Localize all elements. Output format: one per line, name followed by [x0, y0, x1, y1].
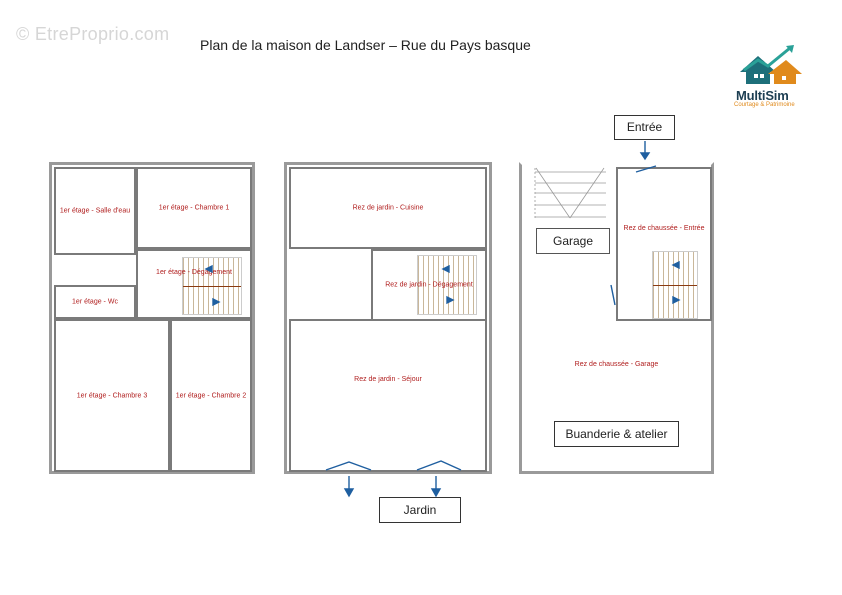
house-logo-icon [740, 45, 802, 84]
room-label: Rez de jardin - Dégagement [385, 281, 473, 289]
room-label: Rez de jardin - Cuisine [352, 204, 424, 212]
room-degagement-jardin: Rez de jardin - Dégagement [371, 249, 487, 321]
logo-name: MultiSim [736, 88, 789, 103]
room-label: Rez de chaussée - Entrée [623, 225, 705, 232]
room-cuisine: Rez de jardin - Cuisine [289, 167, 487, 249]
room-label-garage: Rez de chaussée - Garage [574, 361, 659, 368]
label-buanderie-atelier: Buanderie & atelier [554, 421, 679, 447]
watermark: © EtreProprio.com [16, 24, 170, 44]
label-garage: Garage [536, 228, 610, 254]
stairs [182, 257, 242, 315]
page-title: Plan de la maison de Landser – Rue du Pa… [200, 37, 531, 53]
label-entree: Entrée [614, 115, 675, 140]
room-salle-eau: 1er étage - Salle d'eau [54, 167, 136, 255]
label-jardin: Jardin [379, 497, 461, 523]
room-label: 1er étage - Dégagement [156, 269, 232, 276]
room-sejour: Rez de jardin - Séjour [289, 319, 487, 472]
room-chambre-3: 1er étage - Chambre 3 [54, 319, 170, 472]
stairs [652, 251, 698, 319]
logo: MultiSim Courtage & Patrimoine [732, 44, 812, 110]
room-label: 1er étage - Chambre 1 [158, 204, 230, 212]
logo-tagline: Courtage & Patrimoine [734, 102, 795, 108]
room-label: 1er étage - Wc [72, 298, 118, 306]
room-chambre-1: 1er étage - Chambre 1 [136, 167, 252, 249]
room-label: 1er étage - Salle d'eau [59, 207, 131, 215]
room-label: 1er étage - Chambre 2 [175, 392, 247, 399]
room-label: Rez de jardin - Séjour [354, 376, 422, 383]
room-chambre-2: 1er étage - Chambre 2 [170, 319, 252, 472]
room-entree: Rez de chaussée - Entrée [616, 167, 712, 321]
room-degagement: 1er étage - Dégagement [136, 249, 252, 319]
floor-plan-rez-de-jardin: Rez de jardin - Cuisine Rez de jardin - … [284, 162, 492, 474]
room-label: 1er étage - Chambre 3 [76, 392, 148, 399]
floor-plan-1er-etage: 1er étage - Salle d'eau 1er étage - Cham… [49, 162, 255, 474]
room-wc: 1er étage - Wc [54, 285, 136, 319]
